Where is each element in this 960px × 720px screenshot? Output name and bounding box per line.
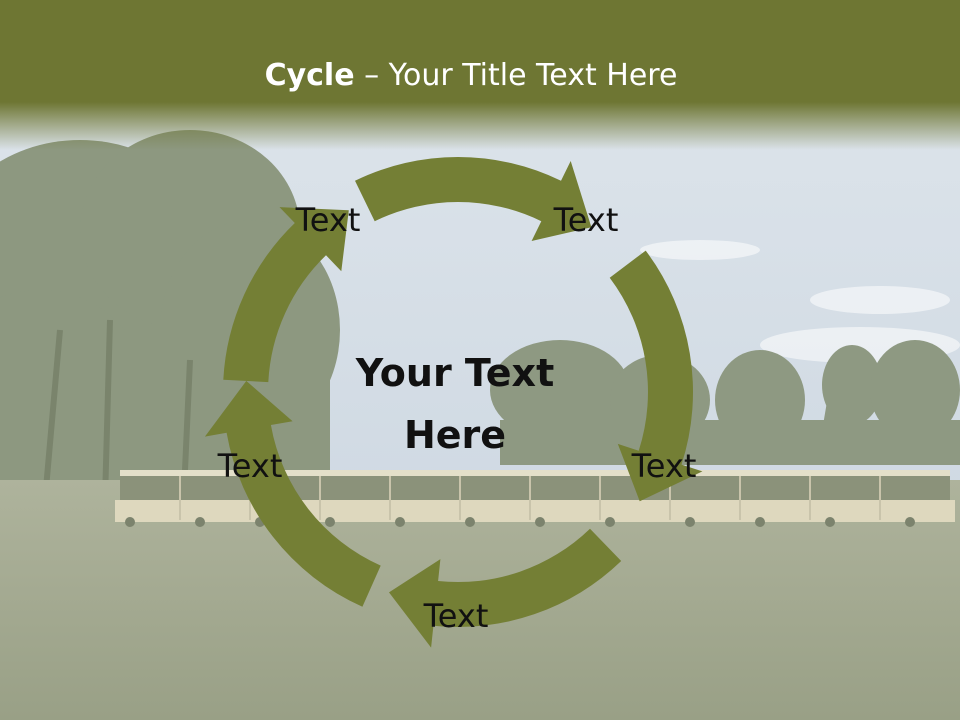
cycle-arrow-right <box>609 250 703 502</box>
node-label-left: Text <box>217 447 283 485</box>
slide-title: Cycle – Your Title Text Here <box>0 56 942 96</box>
cycle-arrow-top <box>355 157 592 241</box>
cycle-arrow-bottom-right <box>389 528 622 648</box>
cycle-arrow-bottom-left <box>204 380 381 607</box>
title-bold: Cycle <box>264 58 355 93</box>
node-label-bottom: Text <box>423 597 489 635</box>
title-rest: – Your Title Text Here <box>354 58 678 93</box>
node-label-right: Text <box>631 447 697 485</box>
node-label-top-left: Text <box>295 201 361 239</box>
center-text: Your Text Here <box>355 351 555 457</box>
title-band <box>0 0 960 150</box>
cycle-arrow-left <box>223 207 349 383</box>
node-label-top-right: Text <box>553 201 619 239</box>
